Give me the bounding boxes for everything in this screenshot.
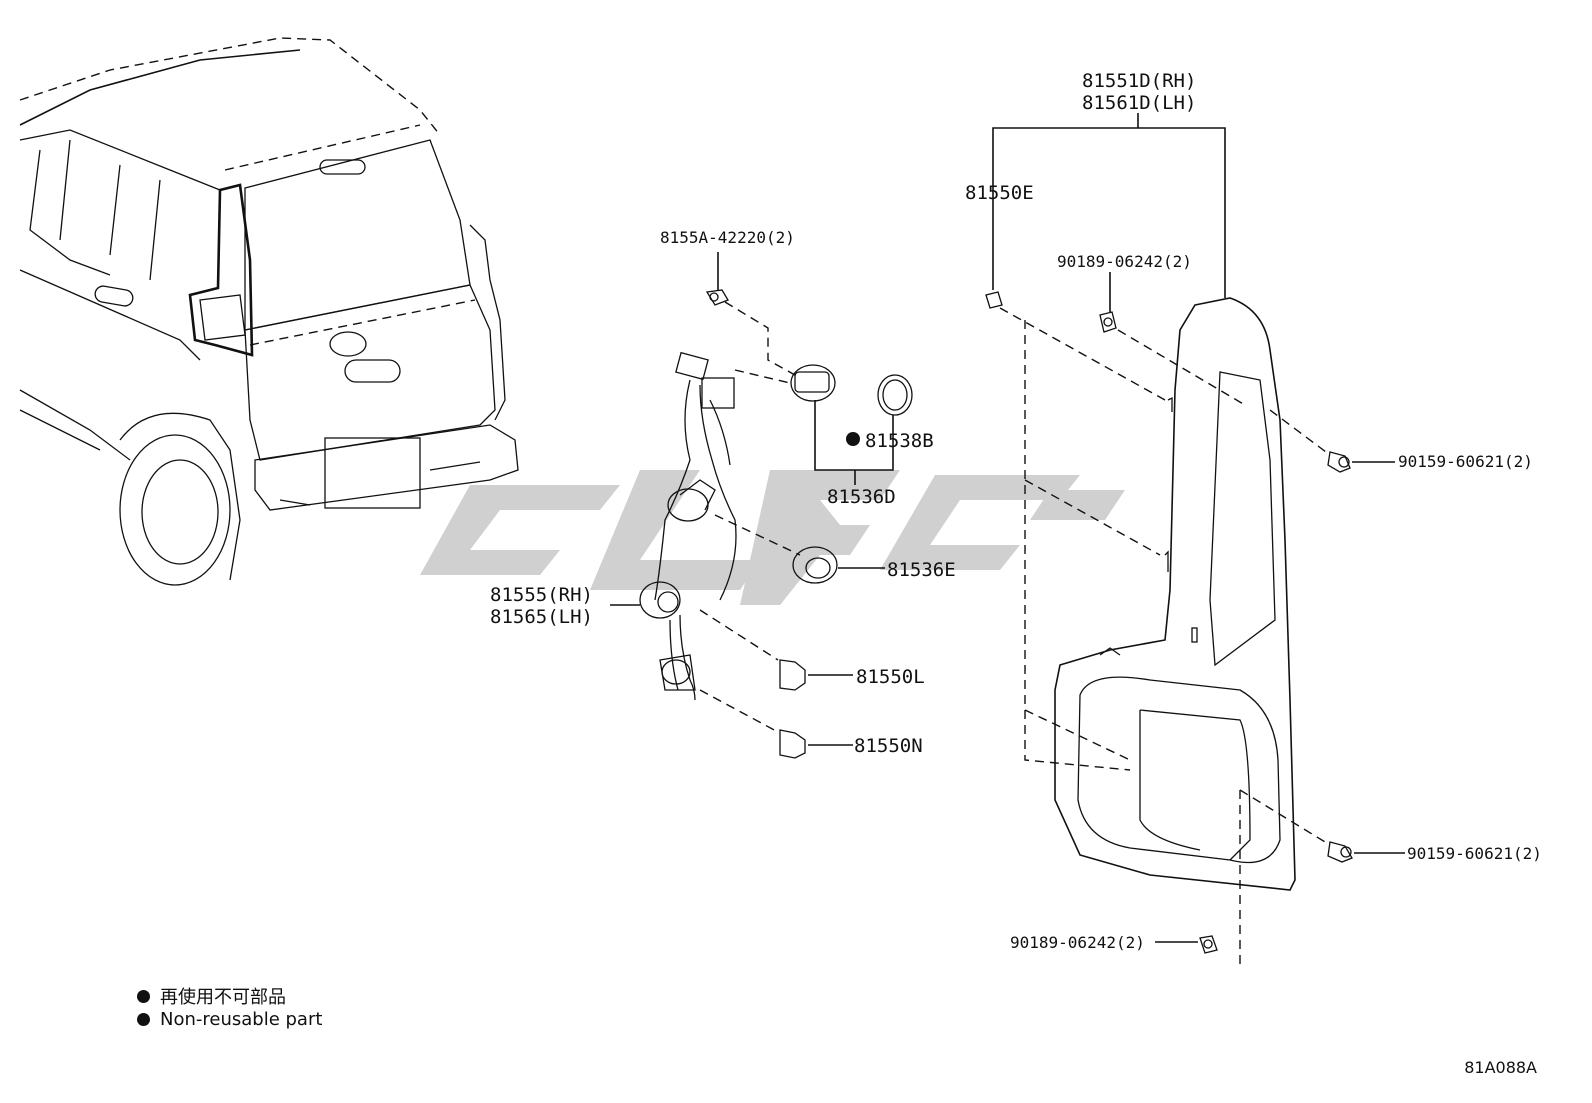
label-harness-rh: 81555(RH) xyxy=(490,584,593,606)
legend-english-text: Non-reusable part xyxy=(160,1009,323,1030)
bullet-icon xyxy=(137,989,150,1003)
label-seal-ring: 81538B xyxy=(865,430,934,452)
bullet-icon xyxy=(137,1013,150,1026)
label-bulb-n: 81550N xyxy=(854,735,923,757)
label-bulb-l: 81550L xyxy=(856,666,925,688)
screw-top-drawing xyxy=(1099,272,1246,406)
label-lens-lh: 81561D(LH) xyxy=(1082,92,1196,114)
label-lens-rh: 81551D(RH) xyxy=(1082,70,1196,92)
label-clip: 8155A-42220(2) xyxy=(660,228,795,247)
lens-bracket xyxy=(992,113,1226,298)
socket-lower xyxy=(714,514,885,584)
tail-lamp-assembly xyxy=(1054,297,1296,891)
diagram-code: 81A088A xyxy=(1464,1058,1537,1077)
legend-english: Non-reusable part xyxy=(137,1009,322,1030)
socket-upper xyxy=(734,364,913,485)
label-bolt-lower: 90159-60621(2) xyxy=(1407,844,1542,863)
bolt-upper-drawing xyxy=(1269,409,1395,473)
label-screw-bottom: 90189-06242(2) xyxy=(1010,933,1145,952)
gasket-guides xyxy=(985,291,1166,771)
label-socket-d: 81536D xyxy=(827,486,896,508)
label-harness-lh: 81565(LH) xyxy=(490,606,593,628)
label-screw-top: 90189-06242(2) xyxy=(1057,252,1192,271)
legend-japanese-text: 再使用不可部品 xyxy=(160,987,286,1008)
bolt-lower-drawing xyxy=(1239,789,1405,863)
label-socket-e: 81536E xyxy=(887,559,956,581)
clip-part xyxy=(705,252,796,376)
watermark-logo xyxy=(420,470,1125,605)
label-bolt-upper: 90159-60621(2) xyxy=(1398,452,1533,471)
legend-japanese: 再使用不可部品 xyxy=(137,983,286,1009)
screw-bottom-drawing xyxy=(1155,790,1241,965)
label-gasket: 81550E xyxy=(965,182,1034,204)
vehicle-rear-illustration xyxy=(19,37,519,586)
wire-harness-drawing xyxy=(639,351,737,701)
bulbs xyxy=(610,604,853,759)
